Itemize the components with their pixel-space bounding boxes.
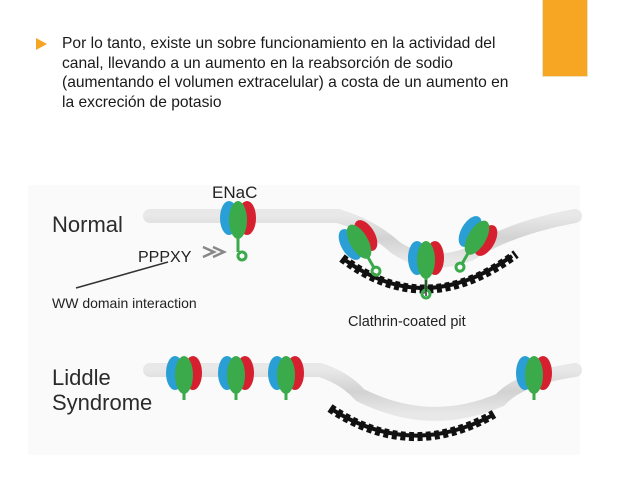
bullet-arrow-icon [36,38,47,50]
label-pppxy: PPPXY [138,249,192,266]
label-enac: ENaC [212,183,257,202]
enac-channel-normal [220,201,256,262]
enac-channel-liddle-4 [516,356,552,400]
label-clathrin: Clathrin-coated pit [348,314,466,330]
enac-channel-pit-center [408,241,444,300]
bullet-text: Por lo tanto, existe un sobre funcionami… [62,35,509,111]
label-syndrome: Syndrome [52,390,152,415]
label-normal: Normal [52,212,123,237]
enac-channel-liddle-2 [218,356,254,400]
enac-channel-liddle-3 [268,356,304,400]
ww-pointer-line [75,261,169,289]
label-ww-domain: WW domain interaction [52,295,197,311]
accent-bar [543,0,587,76]
enac-channel-pit-left [338,220,382,277]
bullet-point: Por lo tanto, existe un sobre funcionami… [36,34,510,112]
label-liddle: Liddle [52,365,111,390]
enac-channel-liddle-1 [166,356,202,400]
pppxy-arrow-icon [202,245,228,259]
enac-channel-pit-right [454,216,498,273]
